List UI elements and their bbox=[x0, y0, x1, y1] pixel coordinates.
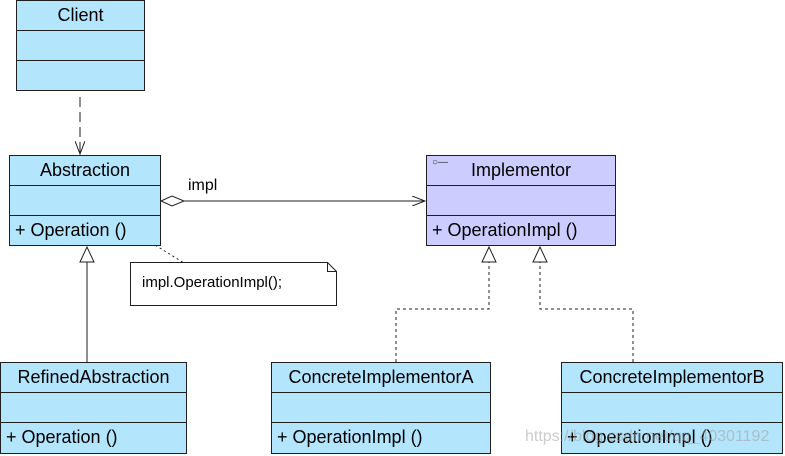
class-refined-abstraction-name: RefinedAbstraction bbox=[1, 363, 186, 393]
class-client-operations bbox=[17, 61, 144, 89]
class-refined-abstraction-attributes bbox=[1, 393, 186, 423]
note-text: impl.OperationImpl(); bbox=[142, 274, 283, 291]
class-abstraction-name: Abstraction bbox=[10, 156, 160, 186]
realization-b-line bbox=[539, 262, 634, 362]
class-implementor-operation: + OperationImpl () bbox=[432, 220, 578, 240]
watermark: https://blog.csdn.net/qq_40301192 bbox=[525, 428, 770, 445]
class-refined-abstraction[interactable]: RefinedAbstraction + Operation () bbox=[0, 362, 187, 454]
class-client[interactable]: Client bbox=[16, 0, 145, 91]
generalization-refined-arrowhead bbox=[79, 245, 95, 263]
class-implementor-name: Implementor bbox=[470, 160, 572, 180]
realization-a-arrowhead bbox=[481, 245, 497, 263]
class-concrete-implementor-a-name: ConcreteImplementorA bbox=[272, 363, 490, 393]
class-abstraction-attributes bbox=[10, 186, 160, 216]
class-implementor[interactable]: ○— Implementor + OperationImpl () bbox=[426, 155, 616, 246]
class-abstraction[interactable]: Abstraction + Operation () bbox=[9, 155, 161, 246]
note[interactable]: impl.OperationImpl(); bbox=[130, 262, 337, 306]
aggregation-diamond bbox=[159, 195, 186, 207]
note-anchor-line bbox=[146, 239, 185, 264]
class-concrete-implementor-b[interactable]: ConcreteImplementorB + OperationImpl () bbox=[561, 362, 783, 454]
class-client-attributes bbox=[17, 31, 144, 61]
class-concrete-implementor-a-attributes bbox=[272, 393, 490, 423]
class-abstraction-operation: + Operation () bbox=[15, 220, 127, 240]
class-concrete-implementor-b-attributes bbox=[562, 393, 782, 423]
interface-icon: ○— bbox=[432, 157, 449, 168]
class-refined-abstraction-operation: + Operation () bbox=[6, 427, 118, 447]
class-concrete-implementor-a-operation: + OperationImpl () bbox=[277, 427, 423, 447]
realization-b-arrowhead bbox=[532, 245, 548, 263]
class-implementor-header: ○— Implementor bbox=[427, 156, 615, 186]
note-shape bbox=[130, 262, 337, 306]
realization-a-line bbox=[395, 262, 490, 362]
class-concrete-implementor-a[interactable]: ConcreteImplementorA + OperationImpl () bbox=[271, 362, 491, 454]
association-label: impl bbox=[188, 177, 218, 194]
class-concrete-implementor-b-name: ConcreteImplementorB bbox=[562, 363, 782, 393]
class-concrete-implementor-b-operation: + OperationImpl () bbox=[567, 427, 713, 447]
class-client-name: Client bbox=[17, 1, 144, 31]
class-implementor-attributes bbox=[427, 186, 615, 216]
